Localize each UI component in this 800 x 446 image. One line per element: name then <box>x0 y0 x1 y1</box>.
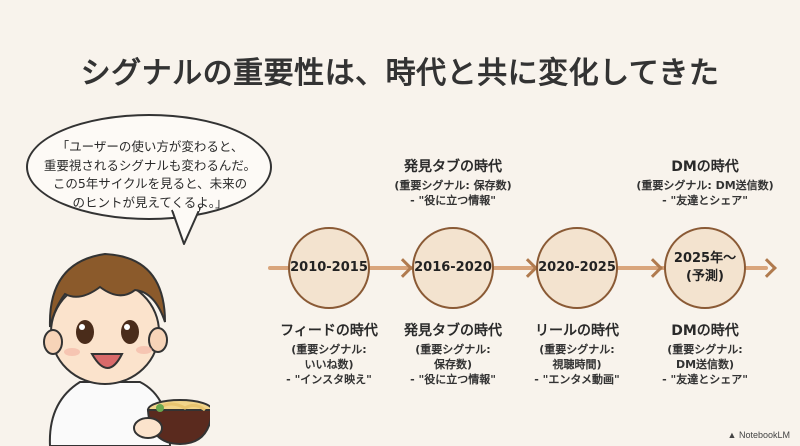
notebooklm-logo-icon: ▲ <box>727 430 737 440</box>
node-label: 2010-2015 <box>290 260 368 275</box>
era-signal: (重要シグナル: 保存数) <box>394 179 512 192</box>
era-signal: (重要シグナル: <box>667 343 743 356</box>
timeline-node-2020-2025: 2020-2025 <box>536 227 618 309</box>
era-signal-value: 保存数) <box>433 358 473 371</box>
era-keyword: - "エンタメ動画" <box>534 373 620 386</box>
era-title: DMの時代 <box>671 323 739 339</box>
node-label: 2025年〜 <box>673 251 737 266</box>
era-signal-value: 視聴時間) <box>552 358 602 371</box>
node-label: 2020-2025 <box>538 260 616 275</box>
arrow-right-icon <box>757 258 777 278</box>
slide-title: シグナルの重要性は、時代と共に変化してきた <box>80 56 720 91</box>
brand-watermark: ▲ NotebookLM <box>728 430 790 440</box>
speech-line: 重要視されるシグナルも変わるんだ。 <box>43 157 257 173</box>
era-keyword: - "友達とシェア" <box>662 194 748 207</box>
speech-line: 「ユーザーの使い方が変わると、 <box>56 139 244 154</box>
era-signal-value: いいね数) <box>304 358 354 371</box>
era-label-top-discovery: 発見タブの時代 (重要シグナル: 保存数) - "役に立つ情報" <box>378 158 528 208</box>
arrow-right-icon <box>643 258 663 278</box>
era-keyword: - "役に立つ情報" <box>410 194 496 207</box>
era-title: 発見タブの時代 <box>404 323 502 339</box>
era-label-reels: リールの時代 (重要シグナル: 視聴時間) - "エンタメ動画" <box>502 322 652 387</box>
era-signal: (重要シグナル: <box>291 343 367 356</box>
arrow-right-icon <box>518 258 538 278</box>
era-keyword: - "インスタ映え" <box>286 373 372 386</box>
timeline-node-2016-2020: 2016-2020 <box>412 227 494 309</box>
era-title: 発見タブの時代 <box>404 159 502 175</box>
era-keyword: - "役に立つ情報" <box>410 373 496 386</box>
era-signal-value: DM送信数) <box>675 358 735 371</box>
era-title: フィードの時代 <box>280 323 378 339</box>
speech-bubble-tail <box>171 205 201 245</box>
era-signal: (重要シグナル: DM送信数) <box>636 179 774 192</box>
speech-line: この5年サイクルを見ると、未来の <box>52 176 248 191</box>
arrow-right-icon <box>393 258 413 278</box>
era-label-dm: DMの時代 (重要シグナル: DM送信数) - "友達とシェア" <box>630 322 780 387</box>
era-label-feed: フィードの時代 (重要シグナル: いいね数) - "インスタ映え" <box>254 322 404 387</box>
timeline-node-2010-2015: 2010-2015 <box>288 227 370 309</box>
character-illustration <box>43 252 210 446</box>
speech-line: のヒントが見えてくるよ。」 <box>72 194 228 210</box>
era-title: リールの時代 <box>535 323 619 339</box>
era-signal: (重要シグナル: <box>415 343 491 356</box>
brand-label: NotebookLM <box>738 430 790 440</box>
node-sublabel: (予測) <box>686 269 724 284</box>
era-keyword: - "友達とシェア" <box>662 373 748 386</box>
timeline-axis <box>268 266 768 270</box>
era-label-discovery: 発見タブの時代 (重要シグナル: 保存数) - "役に立つ情報" <box>378 322 528 387</box>
era-title: DMの時代 <box>671 159 739 175</box>
timeline-node-2025-forecast: 2025年〜 (予測) <box>664 227 746 309</box>
speech-bubble <box>26 114 272 220</box>
node-label: 2016-2020 <box>414 260 492 275</box>
era-label-top-dm: DMの時代 (重要シグナル: DM送信数) - "友達とシェア" <box>630 158 780 208</box>
era-signal: (重要シグナル: <box>539 343 615 356</box>
speech-bubble-text: 「ユーザーの使い方が変わると、 重要視されるシグナルも変わるんだ。 この5年サイ… <box>30 138 270 212</box>
